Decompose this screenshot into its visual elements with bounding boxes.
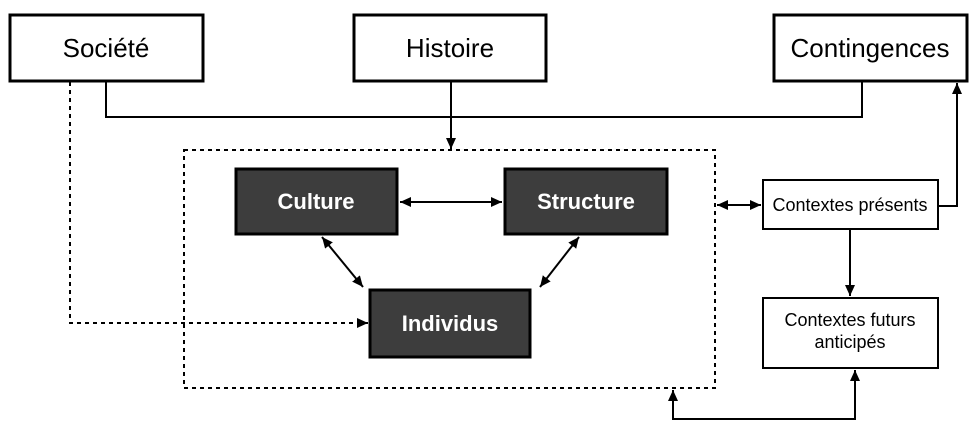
individus-box <box>368 288 532 359</box>
edge-contextes-presents-contingences <box>939 83 962 207</box>
contextes-presents-label: Contextes présents <box>772 195 927 215</box>
node-individus: Individus <box>368 288 532 359</box>
contextes-futurs-label-line1: Contextes futurs <box>784 310 915 330</box>
edge-societe-contingences-bus <box>105 82 863 118</box>
societe-box <box>8 13 205 83</box>
edge-culture-individus <box>321 236 364 288</box>
system-boundary <box>183 149 716 389</box>
contingences-box <box>772 13 969 83</box>
node-structure: Structure <box>503 167 669 236</box>
contextes-futurs-label-line2: anticipés <box>814 332 885 352</box>
contingences-label: Contingences <box>791 33 950 63</box>
contextes-futurs-box <box>762 297 939 369</box>
node-contextes-futurs: Contextes futurs anticipés <box>762 297 939 369</box>
contextes-presents-box <box>762 179 939 230</box>
node-societe: Société <box>8 13 205 83</box>
histoire-label: Histoire <box>406 33 494 63</box>
histoire-box <box>352 13 548 83</box>
nodes: Société Histoire Contingences Culture St… <box>8 13 969 369</box>
node-contingences: Contingences <box>772 13 969 83</box>
culture-label: Culture <box>278 189 355 214</box>
structure-label: Structure <box>537 189 635 214</box>
individus-label: Individus <box>402 311 499 336</box>
culture-box <box>234 167 399 236</box>
edges <box>69 82 962 420</box>
node-histoire: Histoire <box>352 13 548 83</box>
structure-box <box>503 167 669 236</box>
edge-structure-individus <box>539 236 580 288</box>
edge-contextes-futurs-system <box>668 370 860 420</box>
node-contextes-presents: Contextes présents <box>762 179 939 230</box>
societe-label: Société <box>63 33 150 63</box>
edge-societe-individus <box>69 82 368 328</box>
node-culture: Culture <box>234 167 399 236</box>
